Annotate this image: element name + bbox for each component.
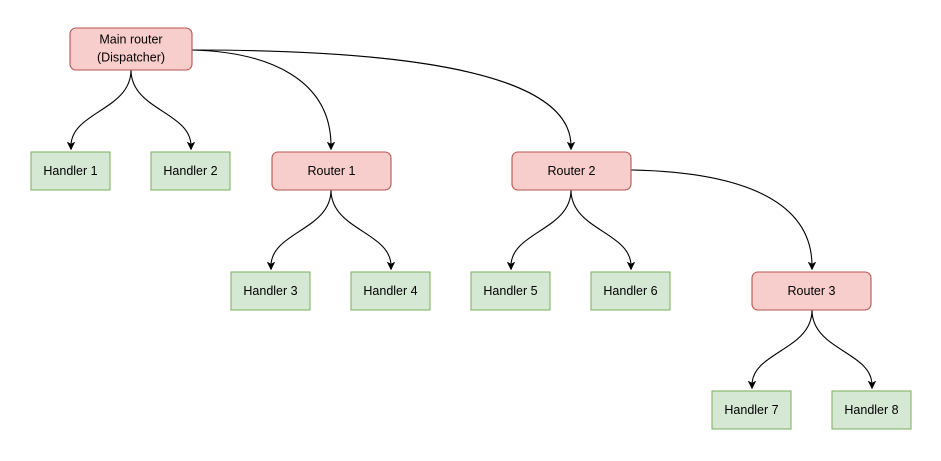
node-handler-4[interactable]: Handler 4 — [350, 271, 431, 311]
handler-4-label: Handler 4 — [363, 284, 417, 298]
handler-6-label: Handler 6 — [603, 284, 657, 298]
node-handler-5[interactable]: Handler 5 — [470, 271, 551, 311]
node-router-2[interactable]: Router 2 — [511, 151, 632, 191]
handler-8-shape[interactable] — [831, 390, 912, 430]
edge-router-3-to-handler-8 — [811, 309, 872, 385]
handler-7-label: Handler 7 — [724, 403, 778, 417]
handler-1-label: Handler 1 — [43, 164, 97, 178]
edge-main-to-handler-1 — [71, 69, 132, 146]
router-3-label: Router 3 — [788, 284, 836, 298]
handler-2-shape[interactable] — [150, 151, 231, 191]
handler-2-label: Handler 2 — [163, 164, 217, 178]
node-router-1[interactable]: Router 1 — [271, 151, 392, 191]
main-router-shape[interactable] — [69, 27, 193, 71]
node-handler-1[interactable]: Handler 1 — [30, 151, 111, 191]
handler-5-label: Handler 5 — [483, 284, 537, 298]
node-main-router[interactable]: Main router (Dispatcher) — [69, 27, 193, 71]
node-handler-2[interactable]: Handler 2 — [150, 151, 231, 191]
node-handler-7[interactable]: Handler 7 — [711, 390, 792, 430]
node-handler-8[interactable]: Handler 8 — [831, 390, 912, 430]
nodes-layer: Main router (Dispatcher) Handler 1 Handler … — [30, 27, 912, 430]
handler-4-shape[interactable] — [350, 271, 431, 311]
handler-1-shape[interactable] — [30, 151, 111, 191]
router-1-shape[interactable] — [271, 151, 392, 191]
edge-main-to-router-2 — [191, 49, 571, 146]
handler-8-label: Handler 8 — [844, 403, 898, 417]
edge-router-1-to-handler-4 — [330, 189, 391, 266]
edge-router-1-to-handler-3 — [271, 189, 332, 266]
handler-3-shape[interactable] — [230, 271, 311, 311]
main-router-label-line2: (Dispatcher) — [97, 50, 165, 64]
edge-router-3-to-handler-7 — [752, 309, 813, 385]
edge-main-to-handler-2 — [130, 69, 191, 146]
router-1-label: Router 1 — [308, 164, 356, 178]
node-handler-3[interactable]: Handler 3 — [230, 271, 311, 311]
node-handler-6[interactable]: Handler 6 — [590, 271, 671, 311]
main-router-label-line1: Main router — [99, 32, 162, 46]
handler-5-shape[interactable] — [470, 271, 551, 311]
handler-6-shape[interactable] — [590, 271, 671, 311]
edge-router-2-to-handler-5 — [511, 189, 572, 266]
edge-router-2-to-router-3 — [630, 169, 812, 266]
edge-main-to-router-1 — [191, 49, 331, 146]
node-router-3[interactable]: Router 3 — [751, 271, 872, 311]
handler-7-shape[interactable] — [711, 390, 792, 430]
handler-3-label: Handler 3 — [243, 284, 297, 298]
edge-router-2-to-handler-6 — [570, 189, 631, 266]
router-2-label: Router 2 — [548, 164, 596, 178]
router-3-shape[interactable] — [751, 271, 872, 311]
router-2-shape[interactable] — [511, 151, 632, 191]
edges-layer — [71, 49, 872, 385]
